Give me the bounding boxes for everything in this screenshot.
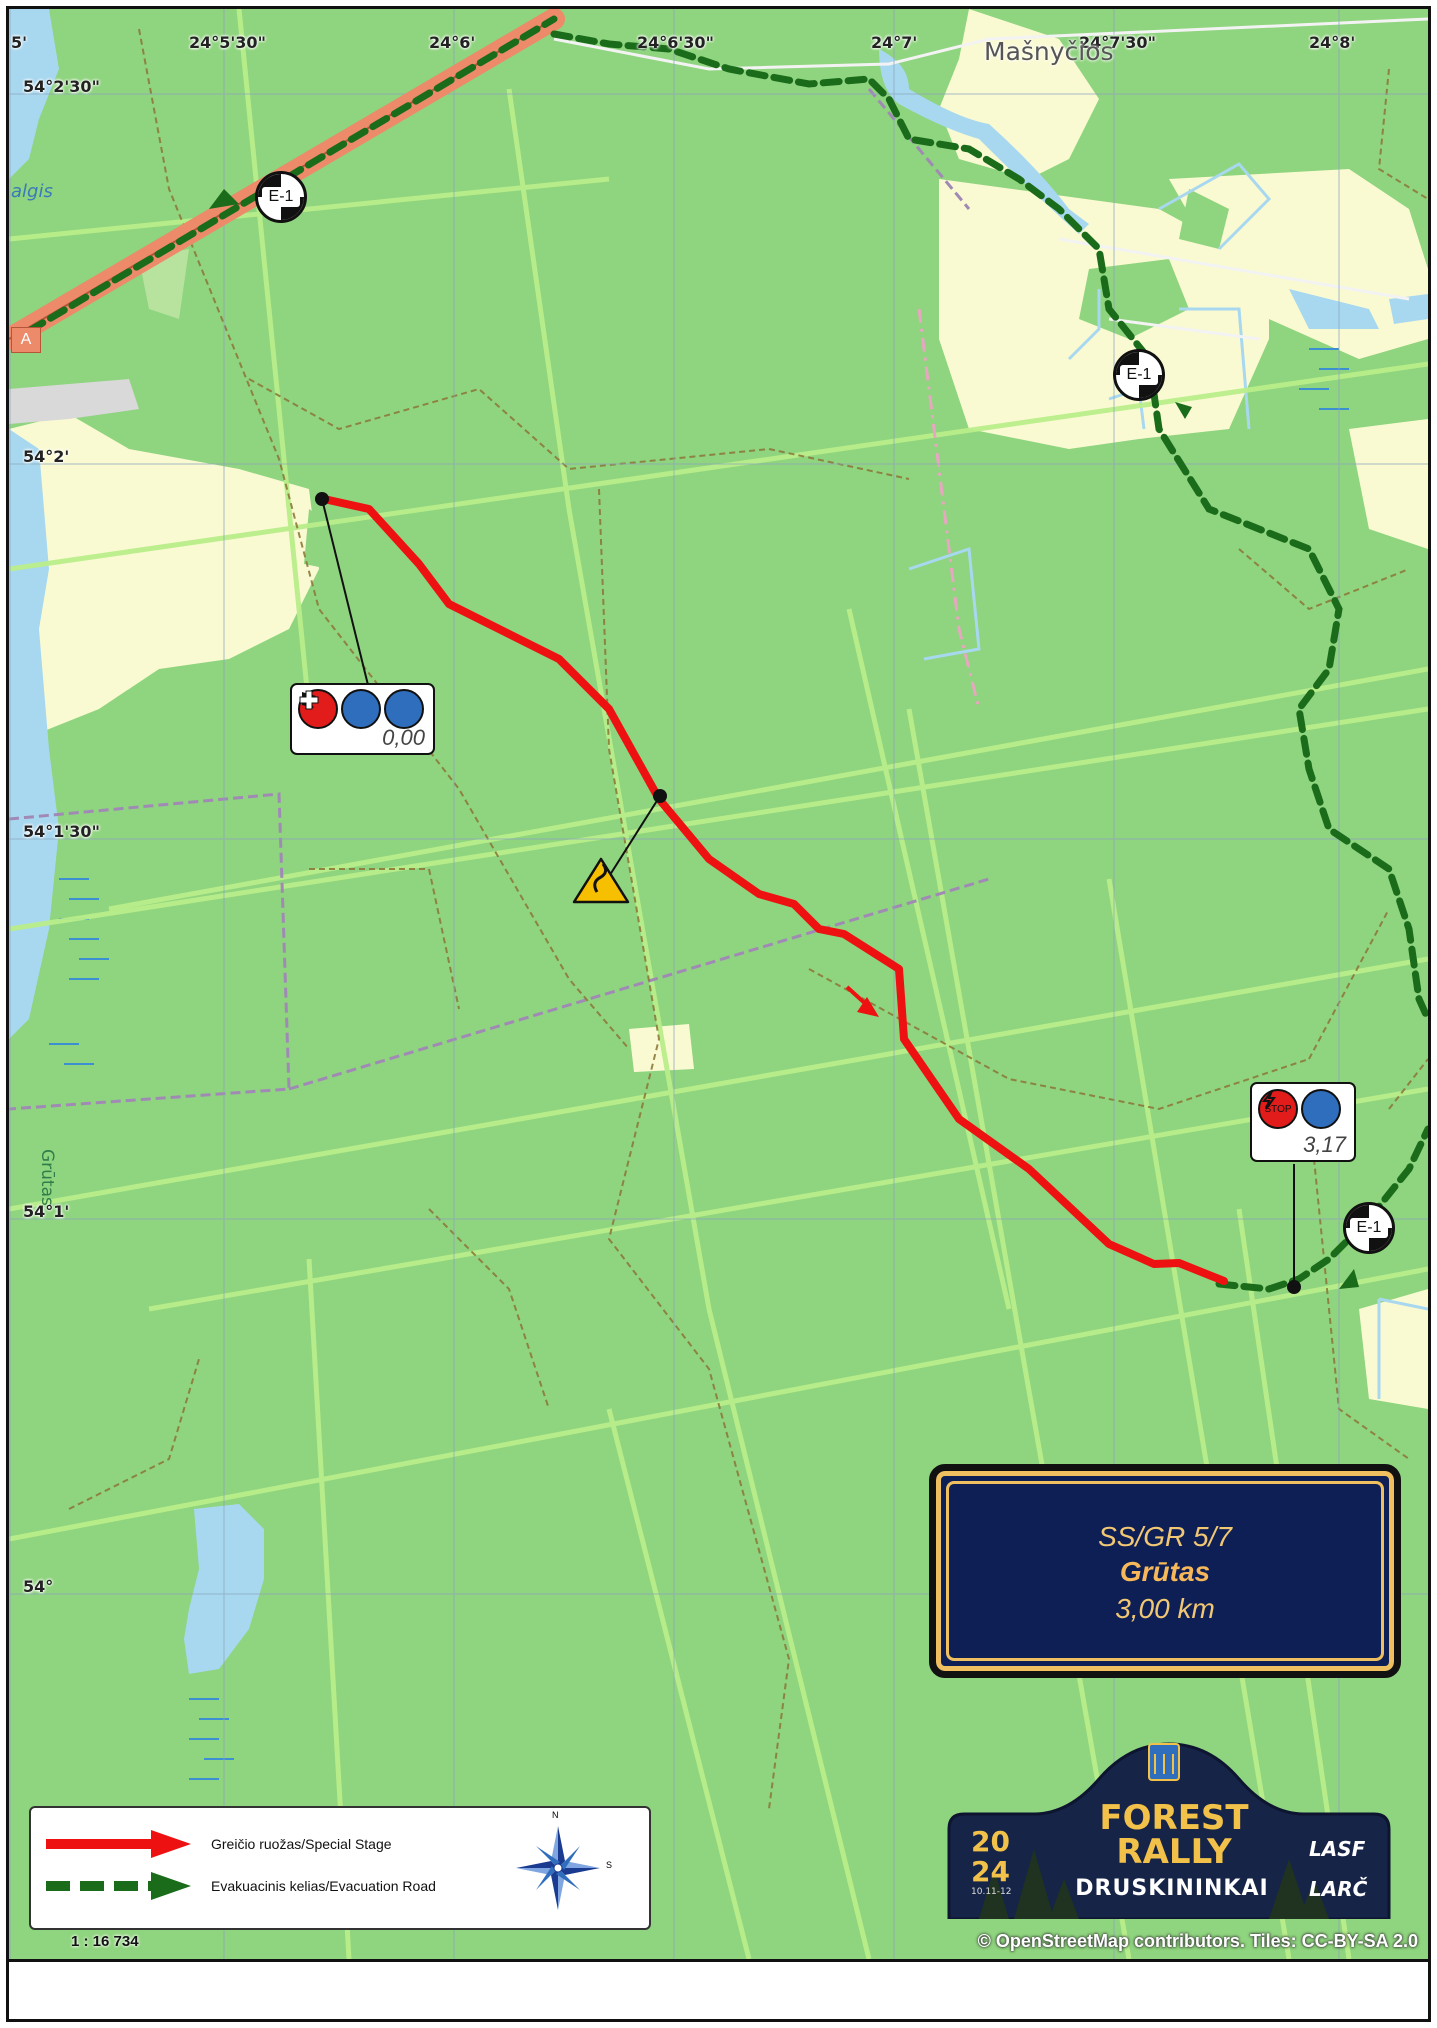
evac-marker-label: E-1 — [1120, 365, 1158, 385]
map-canvas — [9, 9, 1428, 1959]
evac-marker-e1-west[interactable]: E-1 — [255, 171, 307, 223]
lake-west — [9, 429, 59, 1039]
logo-partner-lasf: LASF — [1309, 1837, 1366, 1861]
stage-info-box: SS/GR 5/7 Grūtas 3,00 km — [929, 1464, 1401, 1678]
stream-label: Grūtas — [37, 1149, 57, 1206]
map-attribution: © OpenStreetMap contributors. Tiles: CC-… — [977, 1931, 1418, 1951]
clearing-west — [9, 414, 319, 749]
lake-label: algis — [11, 181, 53, 202]
caution-point — [653, 789, 667, 803]
compass-n-label: N — [552, 1810, 559, 1820]
medical-cross-icon — [299, 689, 424, 729]
logo-partner-larc: LARČ — [1309, 1877, 1368, 1901]
coord-lat-1: 54°2'30" — [23, 77, 100, 96]
forest-rally-logo: 20 24 10.11-12 FOREST RALLY DRUSKININKAI… — [939, 1719, 1399, 1919]
coord-lon-fragment: 5' — [11, 33, 28, 52]
logo-dates: 10.11-12 — [971, 1887, 1012, 1897]
map-scale: 1 : 16 734 — [71, 1933, 139, 1950]
start-distance: 0,00 — [382, 725, 425, 750]
evac-marker-label: E-1 — [1350, 1218, 1388, 1238]
logo-year-top: 20 — [971, 1825, 1010, 1858]
coord-lon-2: 24°6' — [429, 33, 476, 52]
coord-lat-4: 54°1' — [23, 1202, 70, 1221]
coord-lat-5: 54° — [23, 1577, 54, 1596]
legend-evacuation-road: Evakuacinis kelias/Evacuation Road — [211, 1878, 436, 1894]
stage-length: 3,00 km — [1115, 1593, 1215, 1624]
road-sign: A — [11, 327, 41, 353]
finish-distance: 3,17 — [1303, 1132, 1346, 1157]
legend-special-stage: Greičio ruožas/Special Stage — [211, 1836, 392, 1852]
stop-icon: STOP — [1258, 1089, 1298, 1129]
rally-map[interactable]: 5' 24°5'30" 24°6' 24°6'30" 24°7' 24°7'30… — [9, 9, 1428, 1962]
stage-finish-point — [1287, 1280, 1301, 1294]
map-legend: Greičio ruožas/Special Stage Evakuacinis… — [29, 1806, 651, 1930]
coord-lon-1: 24°5'30" — [189, 33, 266, 52]
coord-lon-3: 24°6'30" — [637, 33, 714, 52]
river-north — [879, 49, 1089, 234]
coord-lat-2: 54°2' — [23, 447, 70, 466]
evac-marker-label: E-1 — [262, 187, 300, 207]
finish-info-box[interactable]: STOP 3,17 — [1250, 1082, 1356, 1162]
logo-year-bottom: 24 — [971, 1855, 1010, 1888]
evac-marker-e1-east[interactable]: E-1 — [1343, 1202, 1395, 1254]
start-info-box[interactable]: 0,00 — [290, 683, 435, 755]
stage-start-point — [315, 492, 329, 506]
coord-lon-4: 24°7' — [871, 33, 918, 52]
logo-line3: DRUSKININKAI — [1075, 1876, 1269, 1901]
coord-lat-3: 54°1'30" — [23, 822, 100, 841]
page-footer — [9, 1962, 1428, 2019]
logo-line2: RALLY — [1116, 1832, 1232, 1872]
stage-name: Grūtas — [1119, 1556, 1211, 1587]
coord-lon-5: 24°7'30" — [1079, 33, 1156, 52]
evac-marker-e1-north[interactable]: E-1 — [1113, 349, 1165, 401]
lightning-icon — [1261, 1089, 1341, 1129]
village-label: Mašnyčios — [984, 37, 1114, 66]
caution-bends-icon — [572, 857, 630, 904]
special-stage-route — [320, 495, 1228, 1285]
coord-lon-6: 24°8' — [1309, 33, 1356, 52]
compass-s-label: S — [606, 1860, 613, 1870]
stage-code: SS/GR 5/7 — [1098, 1521, 1232, 1552]
logo-line1: FOREST — [1099, 1798, 1249, 1838]
map-frame: 5' 24°5'30" 24°6' 24°6'30" 24°7' 24°7'30… — [6, 6, 1431, 2022]
lightning-icon — [301, 689, 381, 729]
compass-rose-icon — [516, 1826, 600, 1910]
